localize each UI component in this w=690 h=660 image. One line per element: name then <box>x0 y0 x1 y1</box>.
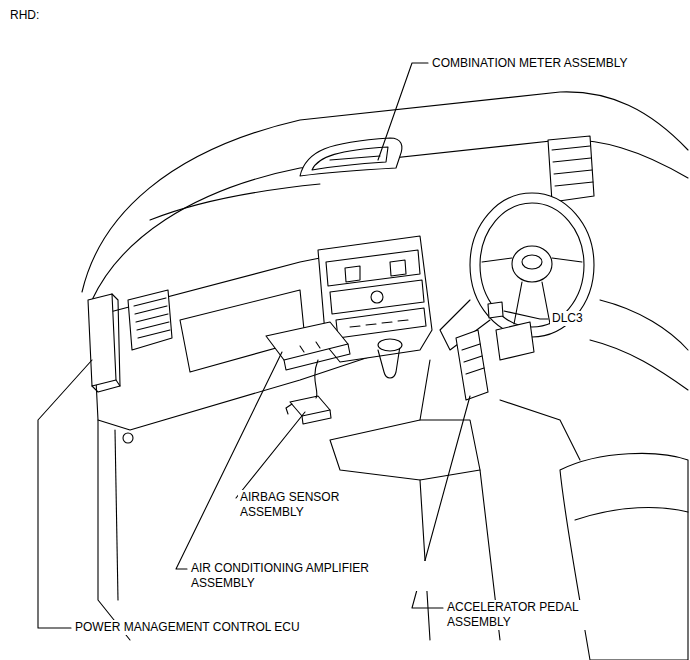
part-label: ACCELERATOR PEDAL ASSEMBLY <box>445 600 619 630</box>
part-label: AIR CONDITIONING AMPLIFIER ASSEMBLY <box>189 561 428 591</box>
part-label: AIRBAG SENSOR ASSEMBLY <box>238 490 372 520</box>
part-label: POWER MANAGEMENT CONTROL ECU <box>73 620 302 635</box>
part-label: DLC3 <box>550 311 585 326</box>
drive-side-heading: RHD: <box>8 8 41 23</box>
part-label: COMBINATION METER ASSEMBLY <box>430 56 630 71</box>
